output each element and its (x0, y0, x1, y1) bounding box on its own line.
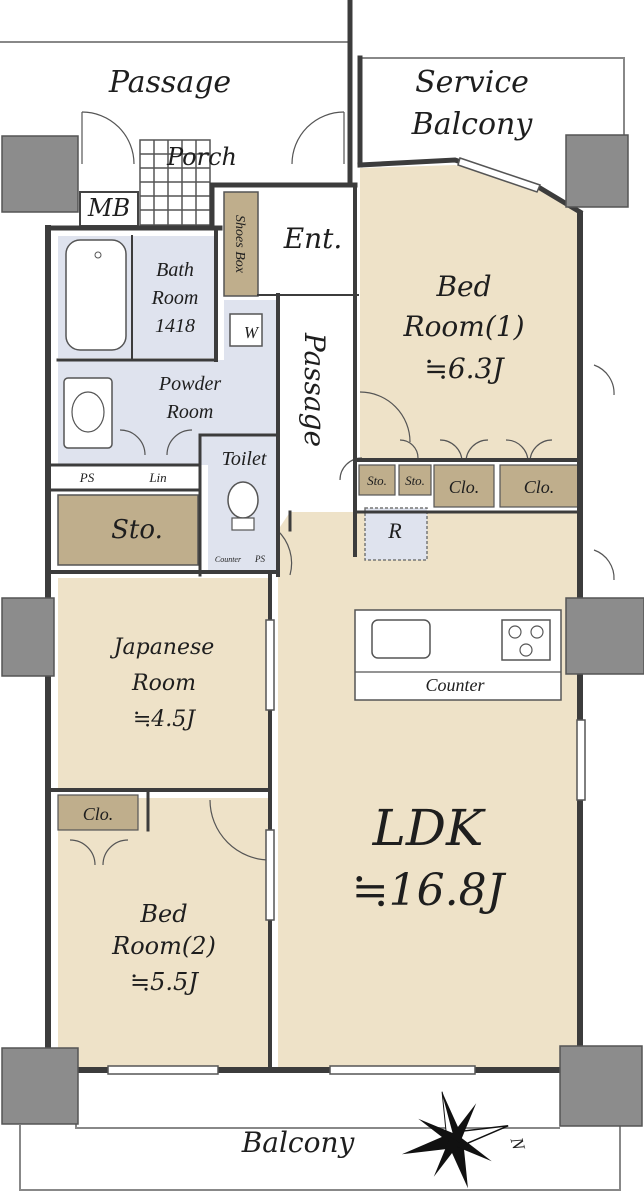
washer-label: W (244, 323, 260, 342)
washer-icon (229, 313, 263, 347)
porch-label: Porch (166, 143, 237, 171)
storage-block (57, 494, 199, 566)
ldk-floor (278, 512, 580, 1070)
closet-2-block (499, 464, 579, 508)
service-balcony-edge (360, 57, 625, 140)
bath-label-1: Bath (156, 259, 194, 281)
door-swings (69, 111, 615, 866)
bed2-label-2: Room(2) (111, 932, 216, 960)
mb-label: MB (87, 194, 130, 222)
bed1-label-1: Bed (435, 270, 491, 303)
service-balcony-label-2: Balcony (411, 107, 534, 142)
storage-label: Sto. (111, 515, 163, 545)
sto-small-1 (358, 464, 396, 496)
bath-label-3: 1418 (155, 315, 195, 337)
powder-label-1: Powder (158, 373, 221, 395)
compass-north-label: N (506, 1134, 529, 1153)
closet-label-3: Clo. (83, 804, 114, 824)
shoes-box-block (223, 191, 259, 297)
bed1-label-2: Room(1) (402, 310, 524, 343)
closet-label-2: Clo. (524, 477, 555, 497)
lin-label: Lin (148, 470, 166, 485)
bed2-label-1: Bed (139, 900, 187, 928)
washbasin-icon (63, 377, 113, 449)
bed-room-1-floor (360, 165, 580, 460)
balcony-edge-top (75, 1080, 560, 1129)
sto-small-label-2: Sto. (405, 473, 425, 488)
japanese-label-1: Japanese (110, 635, 215, 660)
closet-label-1: Clo. (449, 477, 480, 497)
bathtub-icon (65, 239, 127, 351)
columns (1, 134, 644, 1127)
powder-label-2: Room (166, 401, 214, 423)
outside-passage-label: Passage (108, 65, 231, 100)
entrance-label: Ent. (283, 222, 343, 255)
service-balcony-label-1: Service (415, 65, 529, 100)
mb-box (79, 191, 139, 227)
porch-tiles (139, 139, 211, 226)
refrigerator-space (364, 507, 428, 561)
toilet-icon (227, 481, 259, 519)
balcony-edge-outer (19, 1125, 621, 1191)
compass-icon (401, 1091, 509, 1189)
closet-1-block (433, 464, 495, 508)
bath-label-2: Room (151, 287, 199, 309)
counter-small-label: Counter (215, 555, 242, 564)
windows (107, 157, 586, 1075)
bed-room-2-floor (58, 798, 270, 1068)
ps-label-1: PS (79, 470, 95, 485)
kitchen-counter-label: Counter (425, 675, 485, 695)
ldk-label-1: LDK (372, 799, 486, 857)
japanese-label-3: ≒4.5J (133, 707, 196, 732)
bed1-label-3: ≒6.3J (424, 352, 505, 385)
kitchen-counter (354, 609, 562, 701)
sink-icon (371, 619, 431, 659)
shoes-box-label: Shoes Box (232, 215, 247, 274)
ldk-label-2: ≒16.8J (352, 865, 507, 916)
toilet-label: Toilet (222, 448, 267, 470)
japanese-room-floor (58, 578, 270, 788)
bed2-label-3: ≒5.5J (130, 968, 199, 996)
passage-label: Passage (298, 332, 331, 447)
ps-label-2: PS (254, 554, 265, 564)
stove-icon (501, 619, 551, 661)
sto-small-2 (398, 464, 432, 496)
balcony-label: Balcony (241, 1126, 356, 1159)
sto-small-label-1: Sto. (367, 473, 387, 488)
japanese-label-2: Room (131, 671, 196, 696)
refrigerator-label: R (387, 518, 402, 543)
closet-3-block (57, 794, 139, 831)
